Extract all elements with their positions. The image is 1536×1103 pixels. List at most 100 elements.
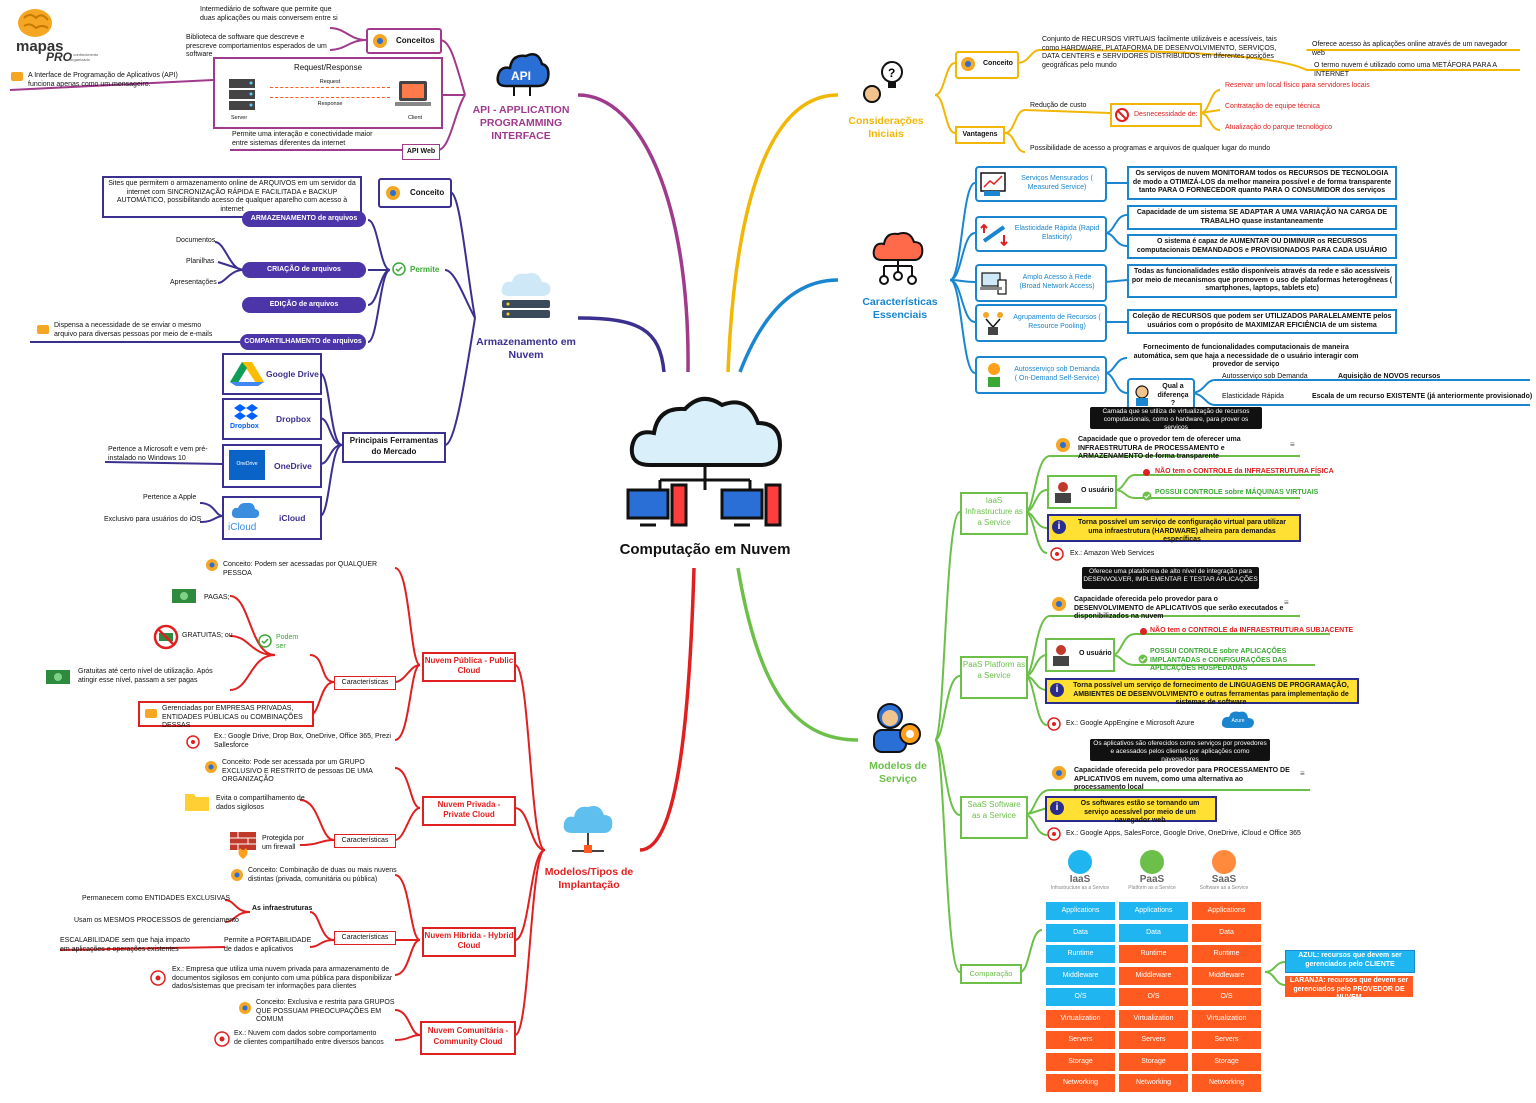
central-title: Computação em Nuvem [619, 541, 791, 558]
reducao-text: Redução de custo [1030, 102, 1087, 109]
saas-col-name: SaaS [1211, 874, 1237, 885]
central-node[interactable]: Computação em Nuvem [610, 385, 800, 565]
network-access-node[interactable]: Amplo Acesso à Rede (Broad Network Acces… [975, 264, 1107, 302]
gear-head-icon [1052, 766, 1066, 780]
elasticity-label: Elasticidade Rápida (Rapid Elasticity) [1014, 225, 1100, 241]
table-cell-iaas-data: Data [1046, 923, 1115, 942]
icloud-note-2: Exclusivo para usuários do iOS [104, 516, 202, 523]
request-arrow [270, 87, 390, 88]
table-cell-saas-applications: Applications [1192, 902, 1261, 920]
pagas-label: PAGAS; [204, 594, 230, 601]
diff-b-label: Elasticidade Rápida [1222, 393, 1284, 400]
storage-title[interactable]: Armazenamento em Nuvem [476, 336, 576, 361]
pill-compartilhamento[interactable]: COMPARTILHAMENTO de arquivos [240, 334, 366, 350]
info-icon: i [1050, 801, 1064, 815]
onedrive-logo: OneDrive [229, 450, 265, 480]
iaas-user-node[interactable]: O usuário [1047, 475, 1117, 509]
pill-criacao[interactable]: CRIAÇÃO de arquivos [242, 262, 366, 278]
deploy-title[interactable]: Modelos/Tipos de Implantação [544, 866, 634, 891]
paas-no-control: NÃO tem o CONTROLE da INFRAESTRUTURA SUB… [1150, 627, 1354, 634]
paas-node[interactable]: PaaS Platform as a Service [960, 656, 1028, 699]
brain-icon [18, 9, 52, 37]
google-drive-icon [230, 362, 264, 386]
gerenciadas-box: Gerenciadas por EMPRESAS PRIVADAS, ENTID… [138, 701, 314, 729]
table-cell-iaas-storage: Storage [1046, 1052, 1115, 1071]
paas-col-sub: Platform as a Service [1128, 885, 1176, 891]
self-service-node[interactable]: Autosserviço sob Demanda ( On-Demand Sel… [975, 356, 1107, 394]
iaas-col-name: IaaS [1069, 874, 1091, 885]
icloud-icon [231, 502, 260, 518]
pill-armazenamento[interactable]: ARMAZENAMENTO de arquivos [242, 211, 366, 227]
gear-head-icon [1052, 597, 1066, 611]
hybrid-cloud-node[interactable]: Nuvem Híbrida - Hybrid Cloud [422, 927, 516, 957]
resource-pooling-node[interactable]: Agrupamento de Recursos ( Resource Pooli… [975, 304, 1107, 342]
svg-text:?: ? [888, 66, 895, 80]
api-cloud-icon: API [496, 53, 550, 96]
client-laptop-icon [395, 81, 431, 106]
table-cell-iaas-virtualization: Virtualization [1046, 1009, 1115, 1028]
reservar-text: Reservar um local físico para servidores… [1225, 82, 1370, 89]
api-conceitos-node[interactable]: Conceitos [366, 28, 442, 54]
private-caract[interactable]: Características [334, 834, 396, 848]
table-cell-iaas-middleware: Middleware [1046, 966, 1115, 985]
api-web-node[interactable]: API Web [402, 144, 440, 160]
saas-tooltip: Os aplicativos são oferecidos como servi… [1090, 739, 1270, 763]
comparacao-node[interactable]: Comparação [960, 964, 1022, 984]
initial-conceito-label: Conceito [983, 60, 1013, 67]
exclusivas-text: Permanecem como ENTIDADES EXCLUSIVAS [82, 895, 231, 902]
request-label: Request [319, 79, 341, 85]
check-icon [258, 634, 272, 653]
saas-node[interactable]: SaaS Software as a Service [960, 796, 1028, 839]
essential-title[interactable]: Características Essenciais [862, 296, 938, 321]
community-cloud-node[interactable]: Nuvem Comunitária - Community Cloud [420, 1021, 516, 1055]
initial-title[interactable]: Considerações Iniciais [848, 115, 924, 140]
notes-icon: ≡ [1290, 440, 1295, 449]
azure-cloud-icon [1221, 711, 1254, 728]
legend-blue: AZUL: recursos que devem ser gerenciados… [1285, 950, 1415, 973]
elasticity-node[interactable]: Elasticidade Rápida (Rapid Elasticity) [975, 216, 1107, 252]
pill-edicao[interactable]: EDIÇÃO de arquivos [242, 297, 366, 313]
iaas-node[interactable]: IaaS Infrastructure as a Service [960, 492, 1028, 535]
table-cell-paas-servers: Servers [1119, 1031, 1188, 1049]
api-title[interactable]: API - APPLICATION PROGRAMMING INTERFACE [472, 104, 570, 142]
service-title[interactable]: Modelos de Serviço [869, 760, 927, 785]
user-computer-icon [1055, 482, 1071, 503]
tool-icloud[interactable]: iCloud iCloud [222, 496, 322, 540]
gear-head-icon [373, 34, 387, 48]
selfservice-text: Fornecimento de funcionalidades computac… [1133, 344, 1359, 368]
tool-dropbox[interactable]: Dropbox Dropbox [222, 398, 322, 440]
cloud-network-icon [563, 806, 613, 853]
vantagens-node[interactable]: Vantagens [955, 126, 1005, 144]
table-cell-paas-middleware: Middleware [1119, 966, 1188, 985]
money-icon [172, 589, 196, 603]
tool-google-drive[interactable]: Google Drive [222, 353, 322, 395]
elasticity-text-1: Capacidade de um sistema SE ADAPTAR A UM… [1127, 205, 1397, 230]
check-icon [392, 262, 406, 281]
target-icon [186, 735, 200, 749]
private-cloud-node[interactable]: Nuvem Privada - Private Cloud [422, 796, 516, 826]
storage-conceito-node[interactable]: Conceito [378, 178, 452, 208]
hybrid-caract[interactable]: Características [334, 931, 396, 945]
paas-user-node[interactable]: O usuário [1045, 638, 1115, 672]
saas-capability: Capacidade oferecida pelo provedor para … [1074, 767, 1290, 791]
measured-service-node[interactable]: Serviços Mensurados ( Measured Service) [975, 166, 1107, 202]
measured-text: Os serviços de nuvem MONITORAM todos os … [1127, 166, 1397, 200]
public-cloud-node[interactable]: Nuvem Pública - Public Cloud [422, 652, 516, 682]
initial-conceito-node[interactable]: Conceito [955, 51, 1019, 79]
brand-name: mapas [16, 38, 64, 55]
info-icon: i [1050, 683, 1064, 697]
metafora-text: O termo nuvem é utilizado como uma METÁF… [1314, 62, 1497, 78]
api-messenger-note: A Interface de Programação de Aplicativo… [28, 72, 178, 88]
red-dot-icon [1143, 469, 1150, 476]
idea-person-icon: ? [863, 61, 903, 103]
tool-onedrive[interactable]: OneDrive OneDrive [222, 444, 322, 488]
api-conceito-1: Intermediário de software que permite qu… [200, 6, 338, 22]
icloud-label: iCloud [279, 513, 306, 523]
gratuitas-label: GRATUITAS; ou [182, 632, 233, 639]
tools-node[interactable]: Principais Ferramentas do Mercado [342, 432, 446, 463]
gear-head-icon [961, 57, 975, 71]
saas-column-header: SaaS Software as a Service [1190, 850, 1258, 891]
desnecessidade-node[interactable]: Desnecessidade de: [1110, 103, 1202, 127]
public-caract[interactable]: Características [334, 676, 396, 690]
